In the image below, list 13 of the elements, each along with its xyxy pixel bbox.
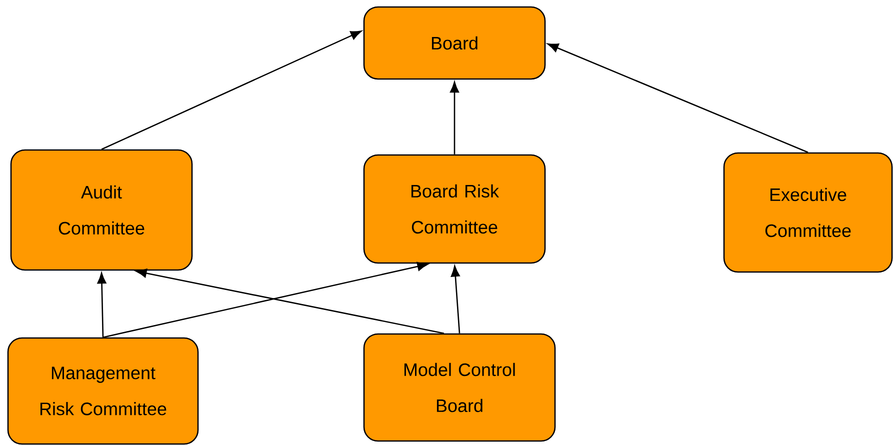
process-box: Board Risk Committee [363,154,546,264]
arrow [450,82,460,154]
process-box: Management Risk Committee [7,337,199,445]
arrow [102,262,428,338]
arrow [101,30,362,150]
arrow [547,43,808,153]
process-box: Board [363,6,546,80]
arrow [450,266,460,334]
arrow [97,272,106,338]
process-box: Model Control Board [363,333,556,442]
arrow [136,268,444,334]
process-box: Executive Committee [723,152,893,273]
process-box: Audit Committee [10,149,193,271]
